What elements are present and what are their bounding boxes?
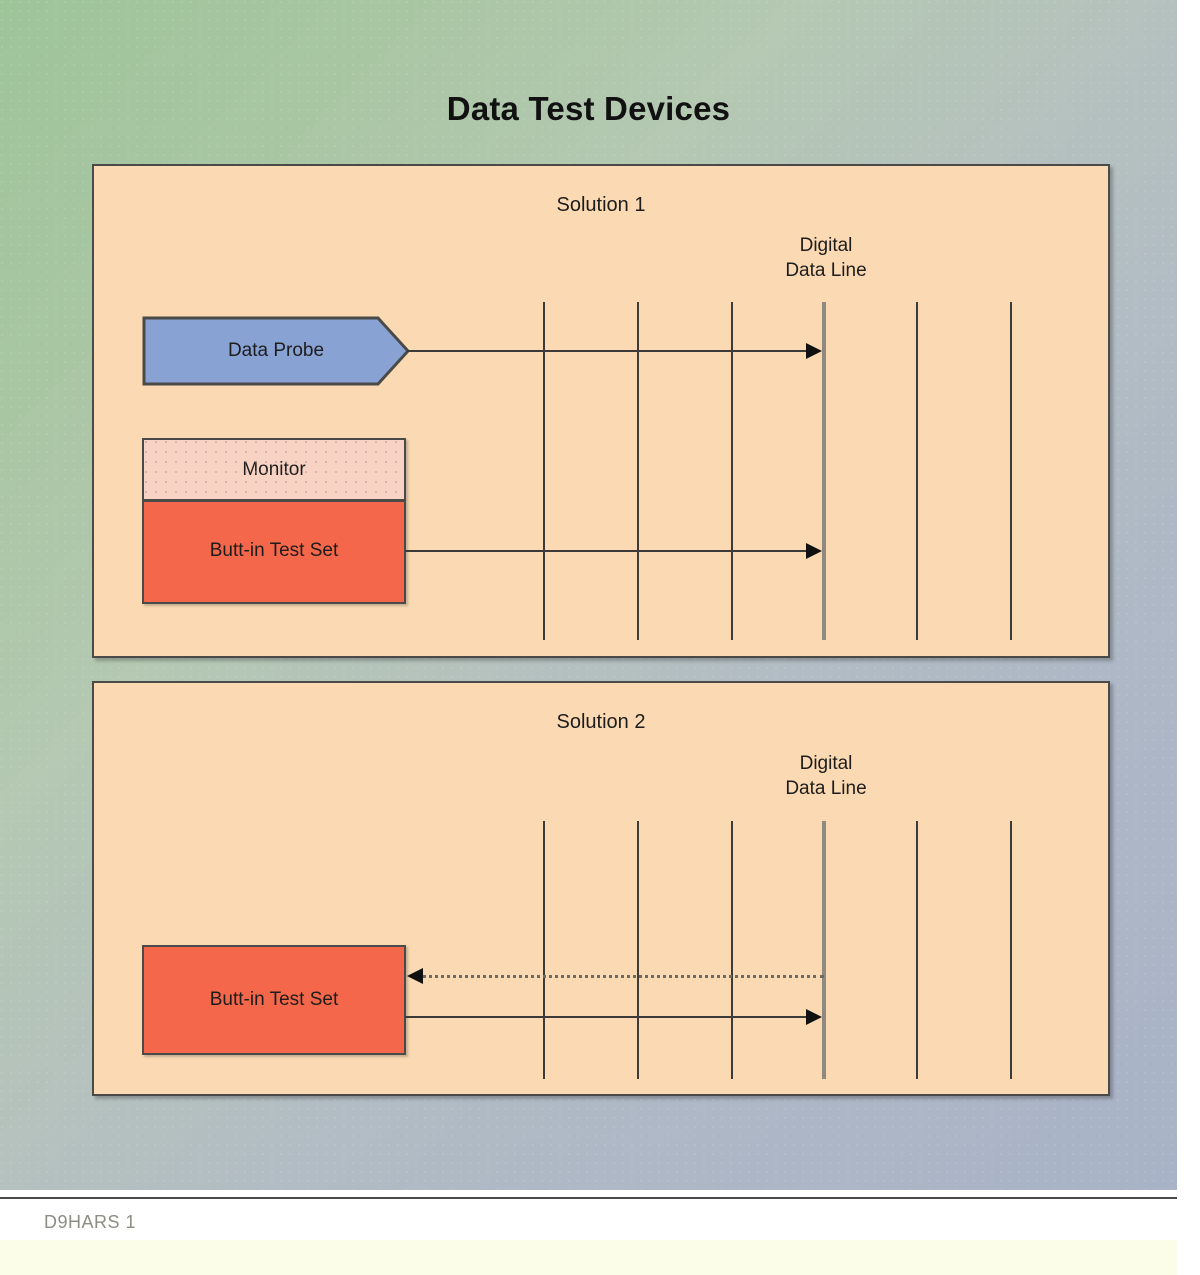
- diagram-background: Data Test Devices Solution 1 Digital Dat…: [0, 0, 1177, 1199]
- data-probe-shape: [142, 316, 410, 386]
- panel-title-solution-2: Solution 2: [556, 711, 646, 733]
- digital-data-line-cable: [822, 821, 826, 1079]
- footer-strip: [0, 1240, 1177, 1275]
- cable-line-1: [543, 302, 545, 640]
- cable-line-2: [637, 821, 639, 1079]
- digital-data-line-label-1: Digital Data Line: [785, 235, 867, 281]
- cable-line-5: [916, 302, 918, 640]
- cable-line-2: [637, 302, 639, 640]
- digital-data-line-label-2: Digital Data Line: [785, 753, 867, 799]
- connector-data-probe: [407, 350, 811, 352]
- arrow-data-probe: [806, 343, 822, 359]
- arrow-butt-in-2: [806, 1009, 822, 1025]
- cable-line-5: [916, 821, 918, 1079]
- device-butt-in-test-set-2[interactable]: Butt-in Test Set: [142, 945, 406, 1055]
- butt-in-test-set-label-2: Butt-in Test Set: [209, 989, 339, 1010]
- panel-title-solution-1: Solution 1: [556, 194, 646, 216]
- device-monitor[interactable]: Monitor: [142, 438, 406, 500]
- butt-in-test-set-label-1: Butt-in Test Set: [209, 540, 339, 561]
- cable-line-6: [1010, 821, 1012, 1079]
- page-title: Data Test Devices: [446, 90, 731, 127]
- arrow-inbound-left: [407, 968, 423, 984]
- panel-solution-1: Solution 1 Digital Data Line Data Probe: [92, 164, 1110, 658]
- digital-data-line-cable: [822, 302, 826, 640]
- monitor-label: Monitor: [242, 459, 306, 480]
- cable-line-1: [543, 821, 545, 1079]
- cable-line-3: [731, 821, 733, 1079]
- connector-butt-in-2: [405, 1016, 811, 1018]
- device-butt-in-test-set-1[interactable]: Butt-in Test Set: [142, 500, 406, 604]
- device-data-probe[interactable]: Data Probe: [142, 316, 410, 386]
- connector-butt-in-1: [405, 550, 811, 552]
- caption-divider: [0, 1197, 1177, 1199]
- cable-line-3: [731, 302, 733, 640]
- cable-line-6: [1010, 302, 1012, 640]
- connector-dotted-inbound: [422, 975, 824, 978]
- arrow-butt-in-1: [806, 543, 822, 559]
- figure-caption: D9HARS 1: [44, 1212, 137, 1232]
- panel-solution-2: Solution 2 Digital Data Line Butt-in Tes…: [92, 681, 1110, 1096]
